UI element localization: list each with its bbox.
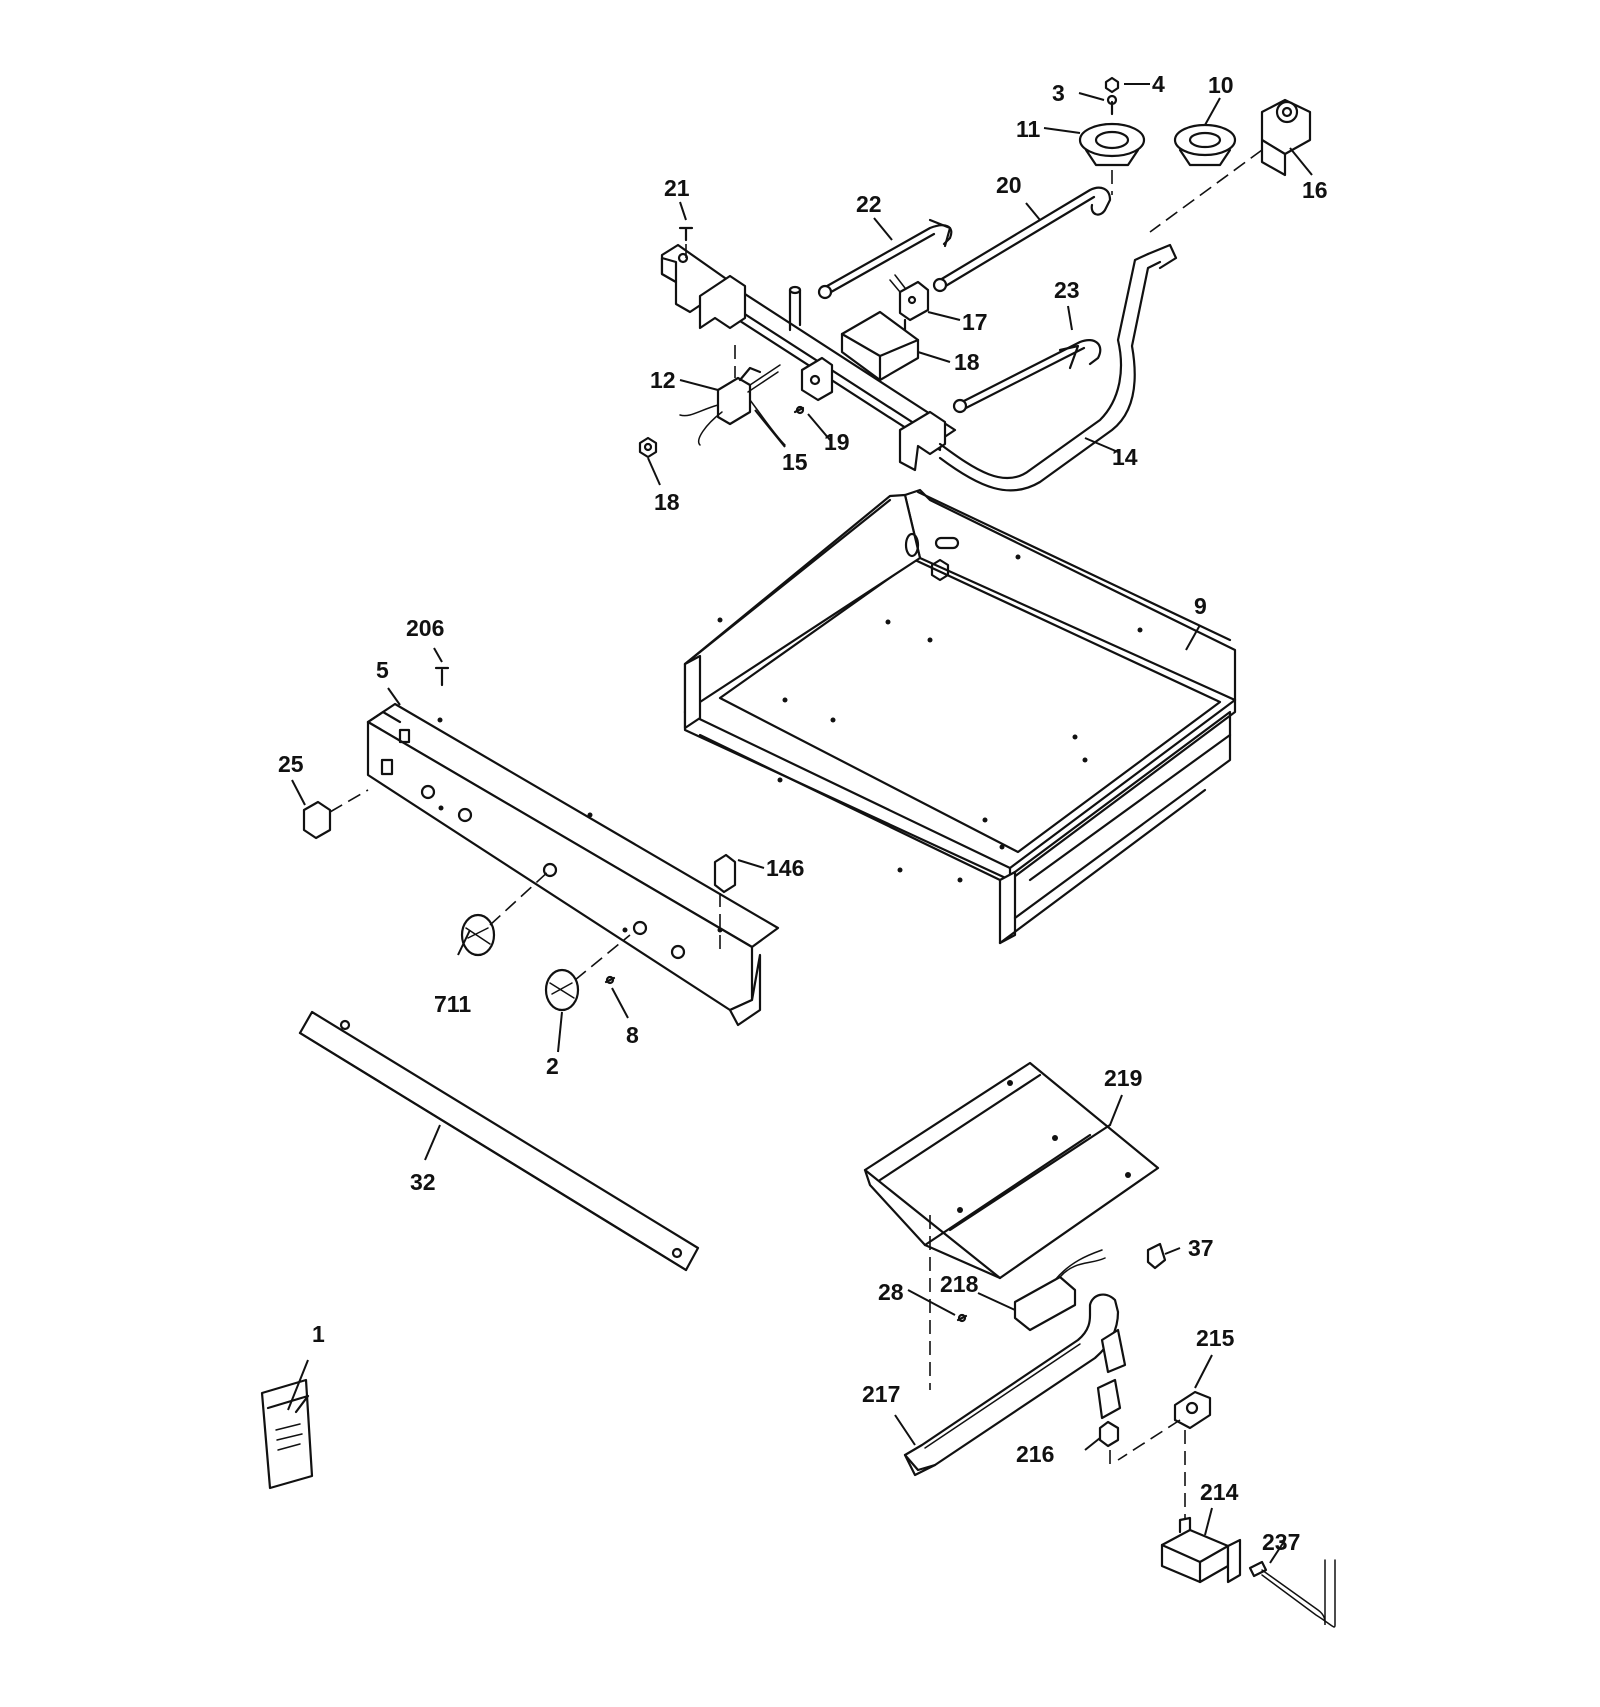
callout-215: 215 [1196, 1325, 1235, 1351]
callout-711: 711 [434, 991, 471, 1017]
control-panel [302, 666, 780, 1027]
callout-218: 218 [940, 1271, 979, 1297]
callout-2: 2 [546, 1053, 559, 1079]
callout-15: 15 [782, 449, 808, 475]
callout-214: 214 [1200, 1479, 1239, 1505]
callout-5: 5 [376, 657, 389, 683]
trim-strip [298, 1010, 700, 1272]
leader-lines [287, 83, 1313, 1564]
callout-1: 1 [312, 1321, 325, 1347]
callout-14: 14 [1112, 444, 1138, 470]
callout-17: 17 [962, 309, 988, 335]
callout-19: 19 [824, 429, 850, 455]
callout-217: 217 [862, 1381, 900, 1407]
callout-3: 3 [1052, 80, 1065, 106]
callout-25: 25 [278, 751, 304, 777]
callout-21: 21 [664, 175, 690, 201]
callout-8: 8 [626, 1022, 639, 1048]
owners-manual [260, 1378, 314, 1490]
callout-32: 32 [410, 1169, 436, 1195]
callout-216: 216 [1016, 1441, 1054, 1467]
callout-10: 10 [1208, 72, 1234, 98]
burner-manifold-assembly [638, 76, 1312, 492]
callout-146: 146 [766, 855, 804, 881]
callout-206: 206 [406, 615, 444, 641]
callout-11: 11 [1016, 116, 1041, 142]
callout-16: 16 [1302, 177, 1328, 203]
callout-9: 9 [1194, 593, 1207, 619]
callout-20: 20 [996, 172, 1022, 198]
oven-burner-assembly [863, 1061, 1336, 1628]
callout-28: 28 [878, 1279, 904, 1305]
callout-37: 37 [1188, 1235, 1214, 1261]
callout-4: 4 [1152, 71, 1165, 97]
callout-237: 237 [1262, 1529, 1300, 1555]
callout-18b: 18 [654, 489, 680, 515]
callout-219: 219 [1104, 1065, 1142, 1091]
callout-12: 12 [650, 367, 676, 393]
callout-18a: 18 [954, 349, 980, 375]
callout-23: 23 [1054, 277, 1080, 303]
callout-labels: 1 2 3 4 5 8 9 10 11 12 14 15 16 17 18 18… [278, 71, 1328, 1555]
burner-box [683, 488, 1237, 945]
callout-22: 22 [856, 191, 882, 217]
